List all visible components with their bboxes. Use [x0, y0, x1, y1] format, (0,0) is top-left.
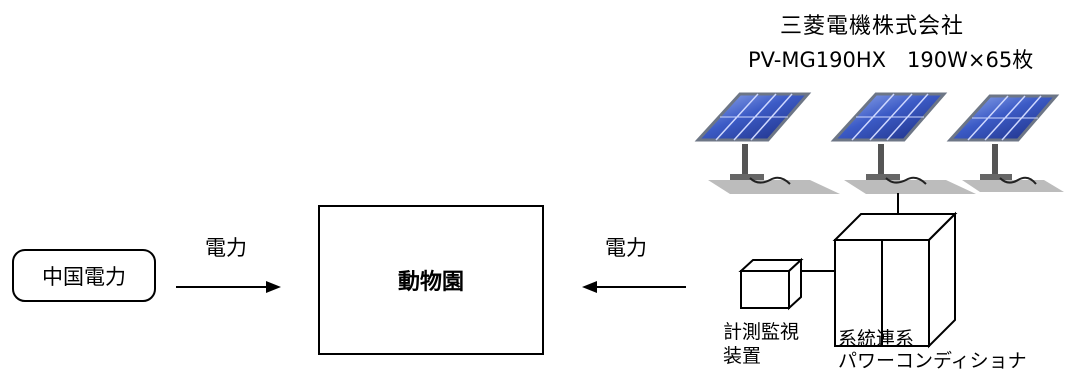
chugoku-electric-label: 中国電力 [42, 264, 126, 289]
solar-model-label: PV-MG190HX 190W×65枚 [748, 48, 1034, 72]
monitoring-device-label: 計測監視装置 [723, 321, 800, 367]
solar-panel-icon [946, 94, 1064, 192]
chugoku-electric-node: 中国電力 [12, 249, 156, 302]
zoo-label: 動物園 [397, 270, 464, 295]
power-conditioner-label-line1: 系統連系 [838, 328, 915, 350]
solar-panel-icon [694, 92, 840, 194]
power-arrow-left [176, 281, 281, 293]
power-flow-label-right: 電力 [605, 236, 647, 260]
power-arrow-right [582, 281, 686, 293]
solar-panel-icon [830, 92, 976, 194]
power-conditioner-icon [832, 211, 958, 349]
power-conditioner-label: 系統連系 パワーコンディショナ [838, 328, 1027, 372]
monitoring-device-icon [738, 257, 804, 311]
power-conditioner-label-line2: パワーコンディショナ [838, 350, 1027, 372]
zoo-node: 動物園 [318, 205, 544, 355]
power-flow-label-left: 電力 [205, 236, 247, 260]
solar-maker-label: 三菱電機株式会社 [780, 14, 965, 39]
